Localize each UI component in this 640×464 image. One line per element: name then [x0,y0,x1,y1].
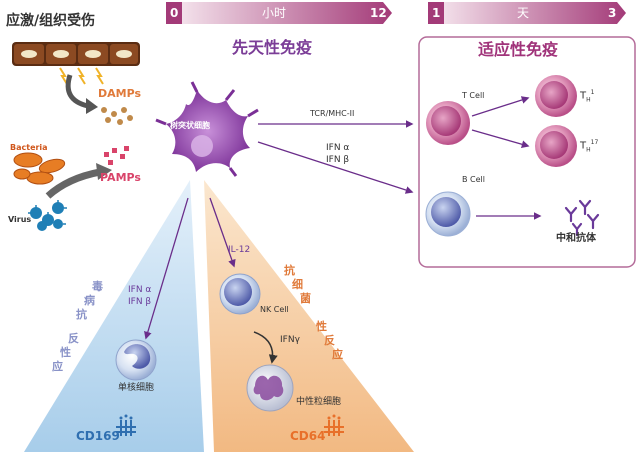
adaptive-timeline-start: 1 [432,6,441,20]
th17-arrow [471,129,530,149]
neutrophil-label: 中性粒细胞 [296,397,342,407]
antibacterial-char-4: 性 [316,320,327,333]
pamps-label: PAMPs [100,171,141,184]
adaptive-timeline-arrow [428,2,626,24]
pamps-arrow [45,168,101,199]
antiviral-char-6: 应 [52,360,63,373]
damps-label: DAMPs [98,87,142,100]
virus-label: Virus [8,215,32,224]
th17-label: TH17 [580,139,599,154]
innate-timeline-start: 0 [170,6,179,20]
antibody-icon [564,199,600,237]
innate-immunity-title: 先天性免疫 [232,38,313,57]
monocyte-icon [115,339,157,381]
antibacterial-char-5: 反 [324,334,335,347]
antibacterial-char-6: 应 [332,348,343,361]
ifn-gamma-label: IFNγ [280,335,300,345]
cd64-receptor-icon [324,414,344,436]
antiviral-char-1: 抗 [76,308,87,321]
cd169-receptor-icon [116,414,136,436]
antiviral-char-2: 病 [84,294,95,307]
virus-icon [28,200,67,231]
adaptive-immunity-title: 适应性免疫 [478,40,559,59]
pamps-particles [104,146,129,165]
adaptive-immunity-box [418,36,636,268]
antibacterial-char-1: 抗 [284,264,295,277]
th1-arrow [471,96,530,117]
antiviral-char-3: 毒 [92,280,103,293]
antiviral-response-panel [24,180,204,452]
th1-cell-icon [535,75,577,117]
neutrophil-icon [246,364,294,412]
ifn-beta-label: IFN β [326,155,350,165]
il12-arrow [209,197,236,268]
antiviral-char-5: 反 [68,332,79,345]
ifn-alpha-left: IFN α [128,285,152,295]
innate-timeline-end: 12 [370,6,387,20]
innate-timeline-arrow [166,2,392,24]
antibacterial-char-2: 细 [292,278,303,291]
antiviral-char-4: 性 [60,346,71,359]
innate-timeline-label: 小时 [262,6,287,20]
damps-arrow [65,74,89,109]
bacteria-icon [13,152,66,185]
nk-cell-label: NK Cell [260,305,289,314]
th1-label: TH1 [580,89,595,104]
damaged-tissue-icon [12,42,140,85]
monocyte-label: 单核细胞 [118,383,155,393]
nk-cell-icon [219,273,261,315]
b-cell-icon [425,191,471,237]
il12-label: IL-12 [228,245,251,255]
ifn-beta-left: IFN β [128,297,152,307]
b-cell-label: B Cell [462,175,485,184]
damps-particles [101,107,133,125]
tcr-mhc-label: TCR/MHC-II [310,109,355,118]
t-cell-label: T Cell [462,91,485,100]
cd169-label: CD169 [76,429,120,443]
dendritic-cell-label: 树突状细胞 [170,121,210,130]
ifn-arrow-to-bcell [257,141,414,194]
bacteria-label: Bacteria [10,143,48,152]
adaptive-timeline-end: 3 [608,6,617,20]
neutralizing-antibody-label: 中和抗体 [556,233,596,244]
stress-injury-title: 应激/组织受伤 [6,13,96,29]
adaptive-timeline-label: 天 [517,6,530,20]
antibacterial-response-panel [204,180,414,452]
ifn-arrow-to-monocyte [144,197,189,340]
ifn-alpha-label: IFN α [326,143,350,153]
dendritic-cell-icon [155,81,259,177]
antibacterial-char-3: 菌 [300,292,311,305]
t-cell-icon [426,101,470,145]
ifn-gamma-arrow [253,331,278,364]
cd64-label: CD64 [290,429,326,443]
th17-cell-icon [535,125,577,167]
